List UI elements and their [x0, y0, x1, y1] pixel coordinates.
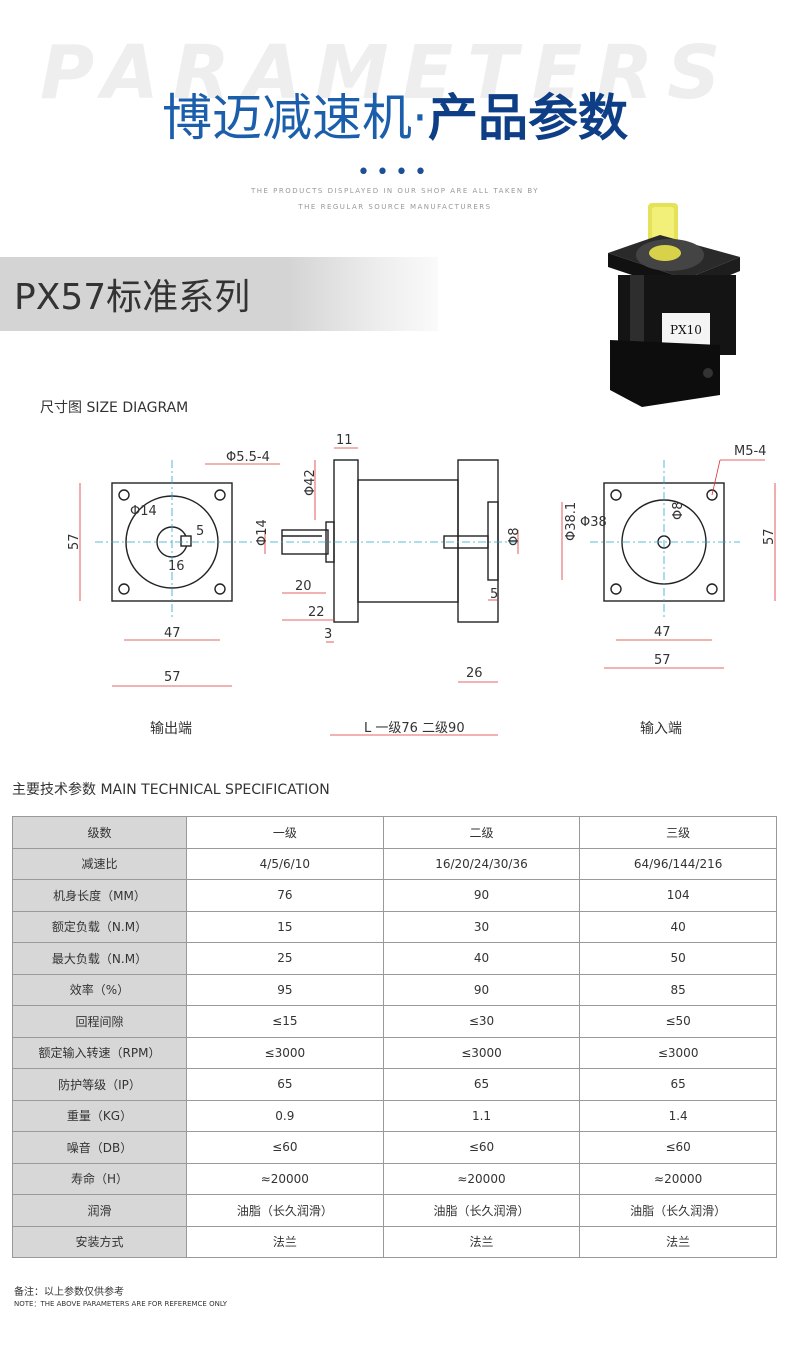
dim-side-shaft: Φ14 — [255, 519, 270, 546]
input-bolt-hole — [706, 583, 718, 595]
series-banner — [0, 257, 438, 331]
table-row: 寿命（H）≈20000≈20000≈20000 — [12, 1162, 777, 1195]
dim-input-height: 57 — [762, 528, 777, 545]
table-row: 额定输入转速（RPM）≤3000≤3000≤3000 — [12, 1036, 777, 1069]
table-row: 安装方式法兰法兰法兰 — [12, 1225, 777, 1258]
dim-output-pilot: Φ14 — [130, 504, 157, 519]
page-title-emphasis: 产品参数 — [427, 89, 628, 147]
dim-side-flange: 11 — [336, 433, 353, 448]
note-en: NOTE：THE ABOVE PARAMETERS ARE FOR REFERE… — [14, 1300, 228, 1308]
output-bolt-hole — [118, 583, 130, 595]
dim-side-shaft-total: 22 — [308, 605, 325, 620]
dim-side-input-pilot: Φ38.1 — [564, 502, 579, 541]
side-body — [357, 479, 459, 603]
dim-input-width: 57 — [654, 653, 671, 668]
spec-label: 主要技术参数 MAIN TECHNICAL SPECIFICATION — [12, 782, 330, 798]
dim-output-width: 57 — [164, 670, 181, 685]
page-title: 博迈减速机·产品参数 — [0, 78, 790, 150]
spec-col-header: 级数 — [12, 816, 187, 849]
dim-input-holes: M5-4 — [734, 444, 766, 459]
title-dots: •••• — [357, 160, 433, 185]
input-bolt-hole — [610, 583, 622, 595]
product-label — [662, 313, 710, 345]
center-lines — [95, 460, 740, 620]
product-photo: PX10 — [608, 203, 740, 407]
dim-side-input-depth: 5 — [490, 587, 498, 602]
dim-input-pilot: Φ38 — [580, 515, 607, 530]
background-watermark-word: PARAMETERS — [40, 30, 735, 116]
spec-col-header: 一级 — [186, 816, 384, 849]
output-bolt-hole — [118, 489, 130, 501]
output-bolt-hole — [214, 583, 226, 595]
product-base — [610, 340, 720, 407]
input-bolt-hole — [706, 489, 718, 501]
product-label-text: PX10 — [670, 323, 702, 337]
dim-output-height: 57 — [67, 533, 82, 550]
dim-side-input-bore: Φ8 — [507, 527, 522, 546]
table-row: 回程间隙≤15≤30≤50 — [12, 1005, 777, 1038]
dim-output-keyway: 16 — [168, 559, 185, 574]
spec-col-header: 二级 — [382, 816, 581, 849]
world-map-decoration — [288, 257, 438, 331]
table-row: 噪音（DB）≤60≤60≤60 — [12, 1131, 777, 1164]
subtitle-line-1: THE PRODUCTS DISPLAYED IN OUR SHOP ARE A… — [250, 187, 540, 195]
table-row: 润滑油脂（长久润滑）油脂（长久润滑）油脂（长久润滑） — [12, 1194, 777, 1227]
dimension-lines — [79, 447, 776, 736]
series-title: PX57标准系列 — [14, 277, 251, 318]
dim-input-bore: Φ8 — [671, 501, 686, 520]
dim-input-bolt-span: 47 — [654, 625, 671, 640]
output-side-caption: 输出端 — [150, 721, 192, 737]
input-bolt-hole — [610, 489, 622, 501]
dim-output-holes: Φ5.5-4 — [226, 450, 270, 465]
side-output-flange — [333, 459, 359, 623]
size-diagram-label: 尺寸图 SIZE DIAGRAM — [40, 400, 189, 416]
page-title-brand: 博迈减速机· — [162, 89, 428, 147]
dim-output-bolt-span: 47 — [164, 626, 181, 641]
dim-output-key: 5 — [196, 524, 204, 539]
dim-side-total-length: L 一级76 二级90 — [364, 721, 465, 736]
dim-side-shoulder: 3 — [324, 627, 332, 642]
dim-side-shaft-length: 20 — [295, 579, 312, 594]
spec-col-header: 三级 — [579, 816, 777, 849]
spec-table-header-row: 级数 一级 二级 三级 — [12, 816, 777, 849]
dim-side-input-length: 26 — [466, 666, 483, 681]
input-side-caption: 输入端 — [640, 721, 682, 737]
size-diagram: Φ5.5-4 Φ14 5 16 57 47 57 11 Φ42 Φ14 20 2… — [67, 433, 777, 736]
note-cn: 备注：以上参数仅供参考 — [14, 1287, 124, 1298]
dim-side-pilot: Φ42 — [303, 469, 318, 496]
subtitle-line-2: THE REGULAR SOURCE MANUFACTURERS — [298, 203, 492, 211]
output-bolt-hole — [214, 489, 226, 501]
side-input-shaft — [443, 535, 489, 549]
